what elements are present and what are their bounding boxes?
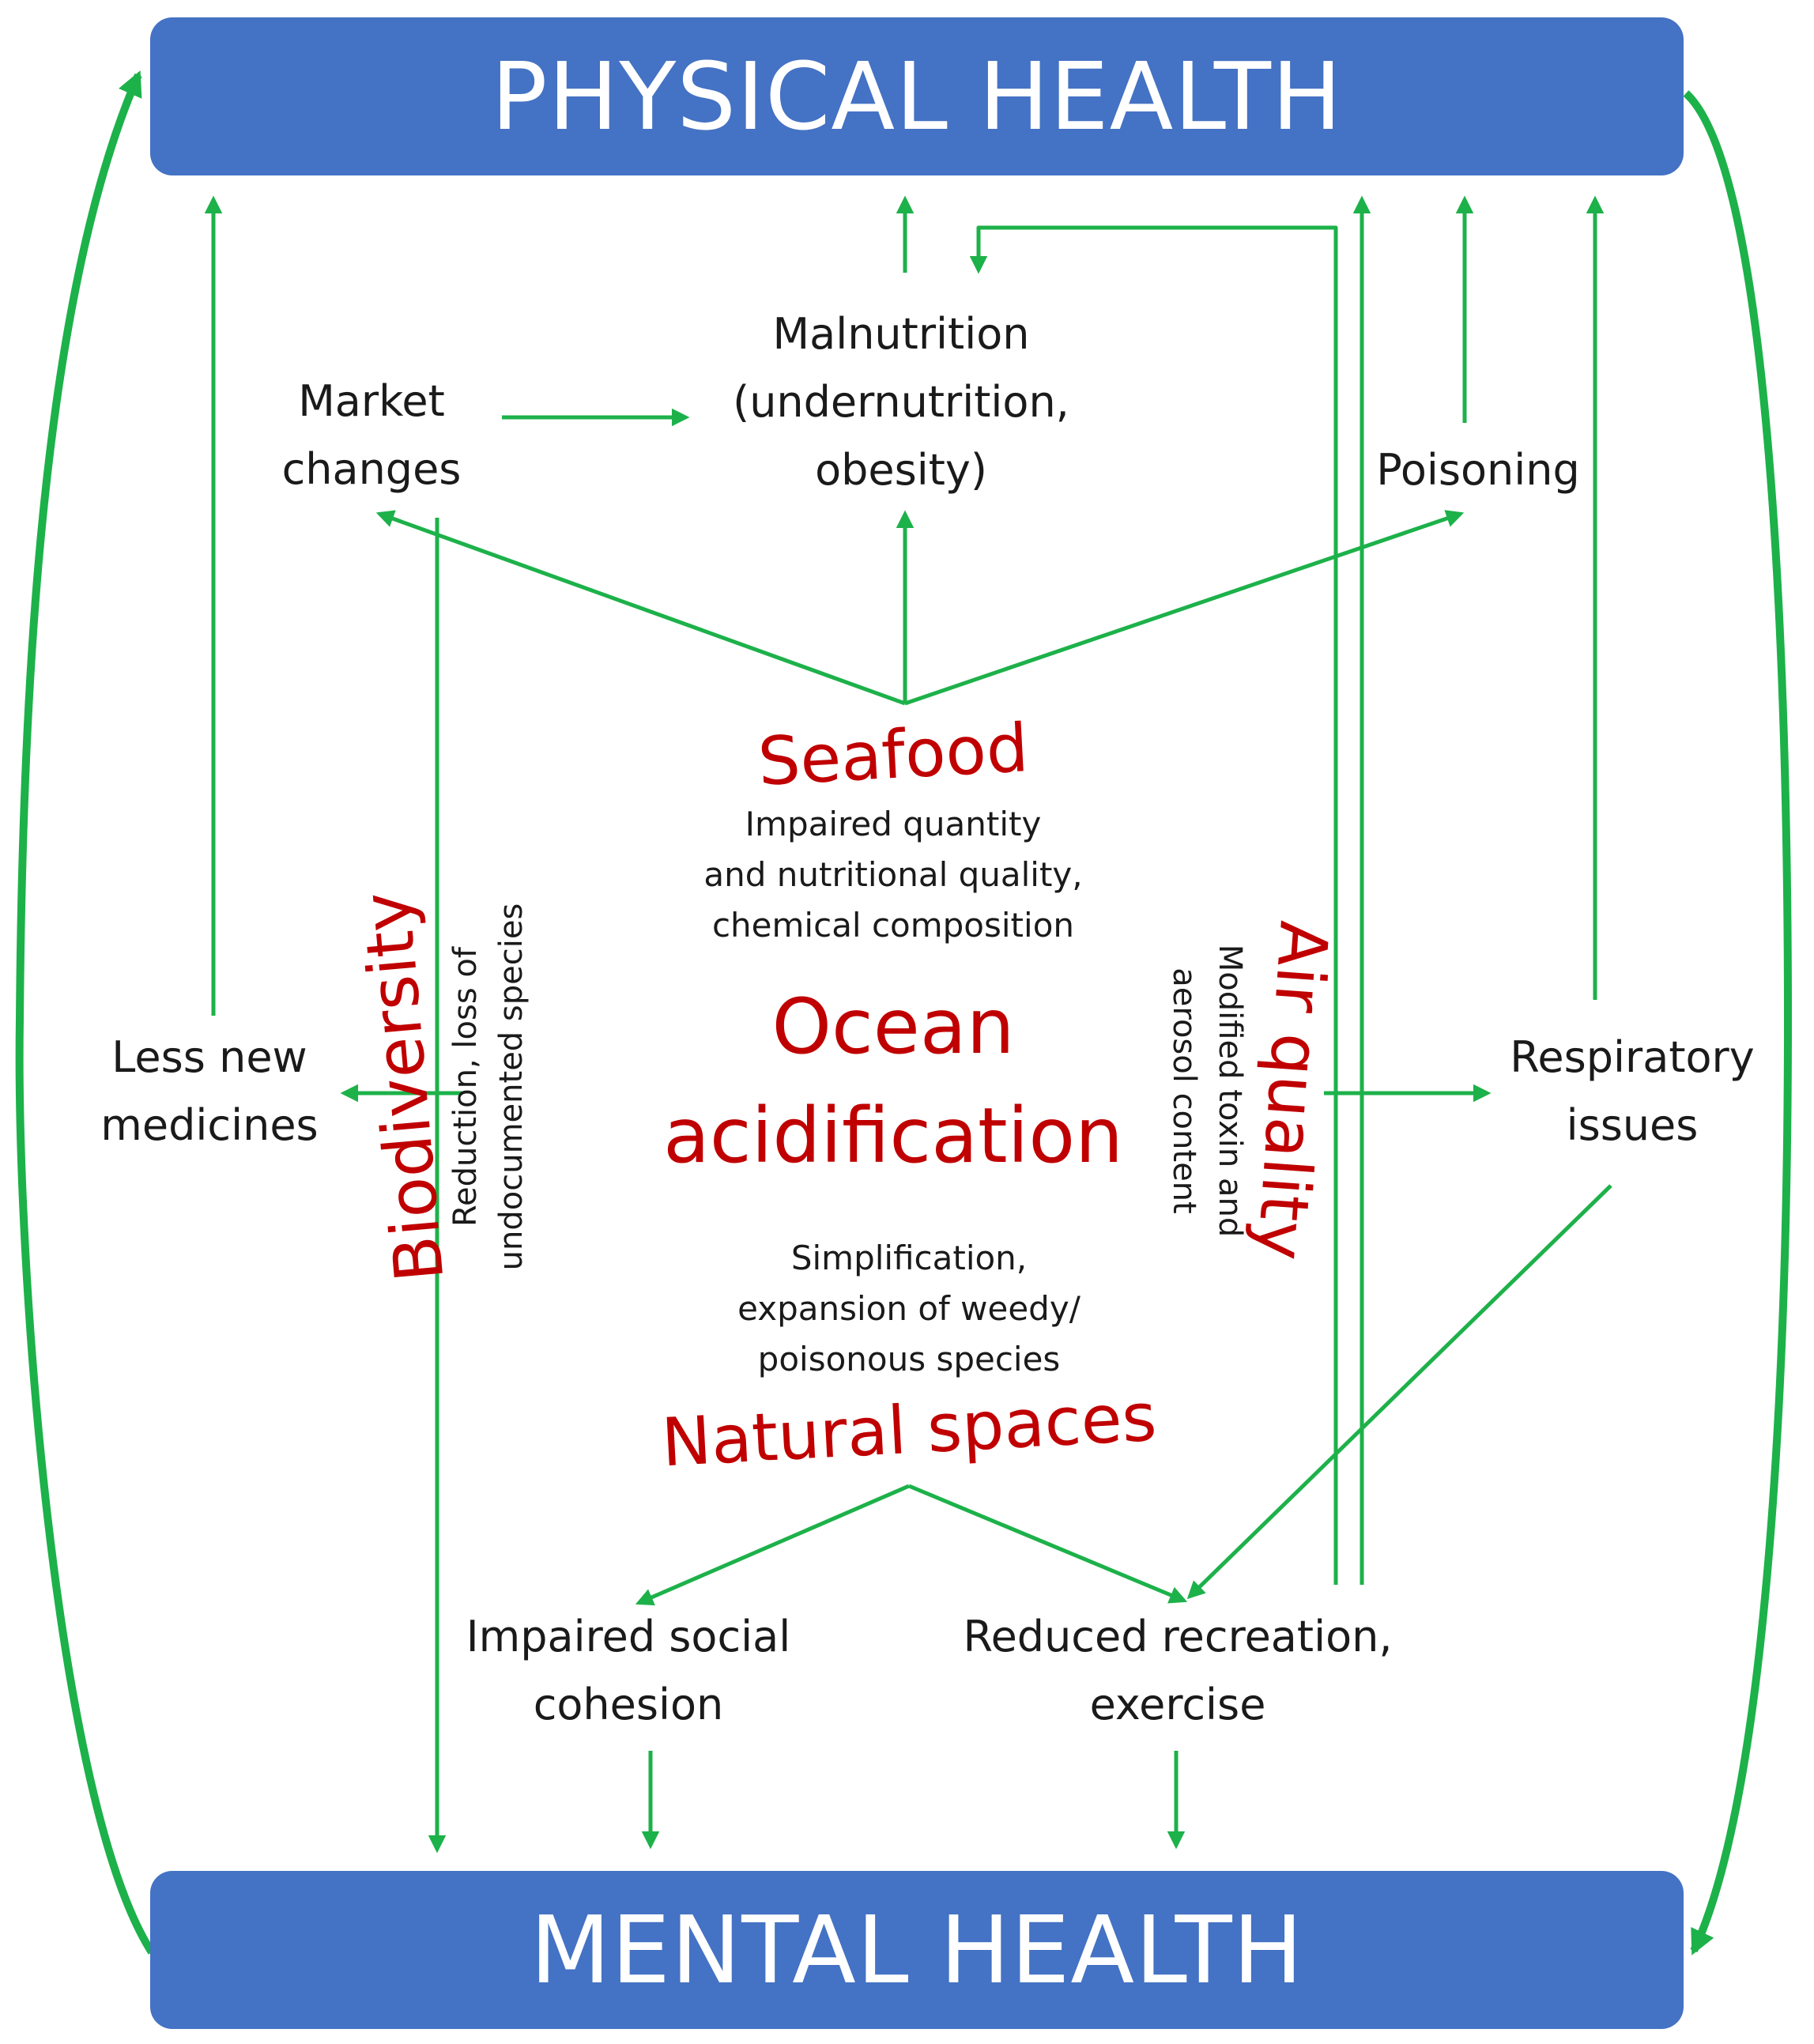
center-line-2: acidification (663, 1092, 1123, 1180)
natural-spaces-desc-line-3: poisonous species (757, 1340, 1061, 1378)
malnutrition-line-1: Malnutrition (772, 309, 1030, 359)
medicines-line-1: Less new (111, 1032, 307, 1082)
arrow-natural-to-recreation (908, 1484, 1188, 1604)
loop-physical-to-mental (1683, 90, 1792, 1955)
seafood-title: Seafood (756, 709, 1031, 801)
arrow-seafood-to-market (375, 510, 906, 706)
poisoning-line-1: Poisoning (1376, 445, 1580, 495)
less-new-medicines-node: Less new medicines (79, 1024, 340, 1160)
ocean-acidification-title: Ocean acidification (656, 972, 1130, 1190)
social-line-1: Impaired social (466, 1612, 791, 1661)
physical-health-banner: PHYSICAL HEALTH (150, 17, 1684, 175)
mental-health-label: MENTAL HEALTH (530, 1895, 1304, 2004)
seafood-desc-line-3: chemical composition (711, 906, 1075, 945)
recreation-line-2: exercise (1089, 1680, 1266, 1729)
seafood-desc: Impaired quantity and nutritional qualit… (680, 799, 1107, 951)
biodiversity-desc: Reduction, loss of undocumented species (443, 881, 534, 1292)
natural-spaces-title: Natural spaces (659, 1378, 1159, 1482)
malnutrition-line-3: obesity) (815, 445, 987, 495)
respiratory-issues-node: Respiratory issues (1486, 1024, 1778, 1160)
recreation-line-1: Reduced recreation, (963, 1612, 1393, 1661)
respiratory-line-2: issues (1566, 1100, 1699, 1150)
market-line-1: Market (298, 376, 445, 426)
loop-mental-to-physical (15, 70, 156, 1955)
natural-spaces-group: Simplification, expansion of weedy/ pois… (640, 1233, 1178, 1481)
seafood-group: Seafood Impaired quantity and nutritiona… (680, 709, 1107, 951)
arrow-respiratory-to-recreation (1186, 1184, 1612, 1600)
biodiversity-group: Biodiversity Reduction, loss of undocume… (348, 881, 601, 1292)
natural-spaces-desc: Simplification, expansion of weedy/ pois… (640, 1233, 1178, 1385)
reduced-recreation-node: Reduced recreation, exercise (925, 1603, 1431, 1739)
seafood-desc-line-1: Impaired quantity (745, 805, 1042, 843)
malnutrition-node: Malnutrition (undernutrition, obesity) (688, 300, 1114, 504)
social-line-2: cohesion (533, 1680, 724, 1729)
seafood-desc-line-2: and nutritional quality, (703, 855, 1083, 894)
air-quality-title: Air quality (1242, 918, 1343, 1263)
poisoning-node: Poisoning (1360, 436, 1597, 504)
market-line-2: changes (281, 444, 462, 494)
impaired-social-cohesion-node: Impaired social cohesion (443, 1603, 814, 1739)
arrow-recreation-to-malnutrition (969, 225, 1338, 1585)
biodiversity-desc-line-2: undocumented species (493, 903, 530, 1271)
mental-health-banner: MENTAL HEALTH (150, 1871, 1684, 2029)
natural-spaces-desc-line-2: expansion of weedy/ (737, 1289, 1080, 1328)
malnutrition-line-2: (undernutrition, (733, 377, 1069, 427)
respiratory-line-1: Respiratory (1510, 1032, 1755, 1082)
market-changes-node: Market changes (261, 368, 482, 503)
physical-health-label: PHYSICAL HEALTH (491, 42, 1343, 151)
natural-spaces-desc-line-1: Simplification, (790, 1239, 1028, 1277)
medicines-line-2: medicines (100, 1100, 319, 1150)
center-line-1: Ocean (771, 982, 1015, 1071)
arrow-natural-to-social (635, 1484, 910, 1606)
arrow-seafood-to-poisoning (904, 510, 1465, 706)
